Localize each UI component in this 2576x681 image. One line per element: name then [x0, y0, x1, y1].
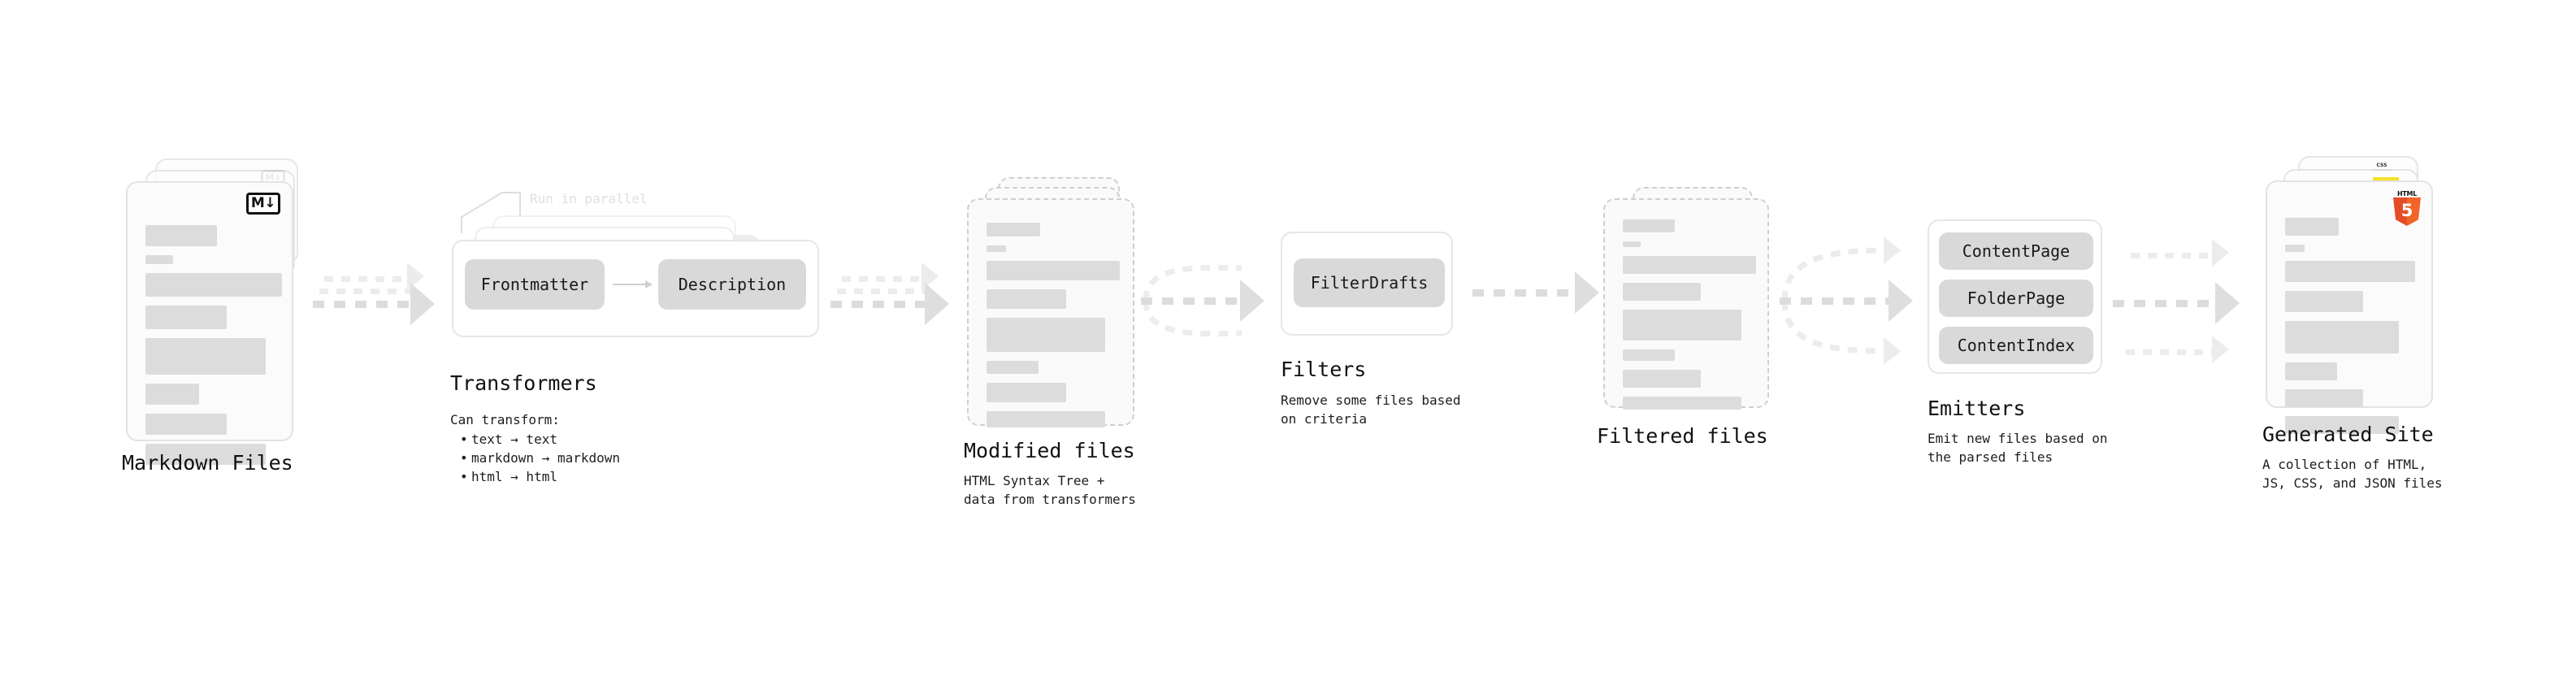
- filters-title: Filters: [1281, 358, 1367, 381]
- site-card-content: [2285, 218, 2415, 443]
- html5-icon-label: HTML: [2396, 190, 2417, 197]
- emitters-panel: ContentPage FolderPage ContentIndex: [1928, 219, 2102, 374]
- modified-files-title: Modified files: [964, 439, 1135, 462]
- markdown-card-content: [145, 225, 282, 474]
- transformers-bullet-2: html → html: [471, 469, 557, 484]
- transformers-title: Transformers: [450, 371, 597, 395]
- modified-card-front: [967, 198, 1134, 427]
- filters-subtitle: Remove some files based on criteria: [1281, 393, 1461, 427]
- stage-filters: FilterDrafts Filters Remove some files b…: [1281, 232, 1476, 500]
- transformer-panel-front: Frontmatter Description: [452, 240, 819, 337]
- diverge-curves: [1781, 247, 1886, 354]
- transformers-bullets: text → text markdown → markdown html → h…: [460, 430, 620, 486]
- flow-transformers-to-modified: [830, 262, 977, 331]
- flow-markdown-to-transformers: [313, 262, 459, 331]
- stage-generated-site: CSS HTML 5: [2262, 156, 2477, 491]
- emitter-chip-contentpage[interactable]: ContentPage: [1939, 232, 2093, 270]
- filtered-card-content: [1623, 219, 1756, 419]
- emitter-chip-contentindex[interactable]: ContentIndex: [1939, 327, 2093, 364]
- transformer-inner-arrow-front: [613, 280, 653, 288]
- stage-transformers: Run in parallel Frontmatter Description …: [450, 183, 834, 492]
- stage-emitters: ContentPage FolderPage ContentIndex Emit…: [1928, 219, 2139, 496]
- css-icon-label: CSS: [2376, 163, 2387, 168]
- stage-modified-files: Modified files HTML Syntax Tree + data f…: [964, 177, 1154, 507]
- converge-curves: [1143, 264, 1242, 337]
- generated-site-subtitle: A collection of HTML, JS, CSS, and JSON …: [2262, 457, 2443, 491]
- modified-card-content: [987, 223, 1120, 436]
- transformers-bullet-1: markdown → markdown: [471, 450, 621, 466]
- site-card-front: HTML 5: [2266, 180, 2433, 434]
- flow-modified-to-filters: [1141, 252, 1279, 349]
- transformers-bullet-0: text → text: [471, 432, 557, 447]
- emitters-subtitle: Emit new files based on the parsed files: [1928, 431, 2108, 465]
- transformers-bullet-markers: •••: [460, 432, 468, 484]
- emitter-chip-folderpage[interactable]: FolderPage: [1939, 280, 2093, 317]
- flow-filters-to-filtered: [1472, 270, 1611, 319]
- run-in-parallel-bracket: [461, 192, 521, 233]
- filtered-card-front: [1603, 198, 1769, 410]
- transformer-chip-frontmatter[interactable]: Frontmatter: [465, 259, 605, 310]
- modified-files-subtitle: HTML Syntax Tree + data from transformer…: [964, 473, 1136, 507]
- html5-icon-number: 5: [2400, 201, 2413, 220]
- generated-site-title: Generated Site: [2262, 423, 2434, 446]
- filters-panel: FilterDrafts: [1281, 232, 1453, 336]
- markdown-icon: M↓: [246, 193, 280, 215]
- flow-filtered-to-emitters: [1780, 228, 1934, 374]
- stage-markdown-files: M↓ M↓ M↓ Markdown Files: [122, 158, 313, 475]
- transformer-chip-description[interactable]: Description: [658, 259, 806, 310]
- filter-chip-filterdrafts[interactable]: FilterDrafts: [1294, 258, 1445, 307]
- emitters-title: Emitters: [1928, 397, 2026, 420]
- run-in-parallel-label: Run in parallel: [530, 191, 648, 206]
- markdown-files-title: Markdown Files: [122, 451, 293, 475]
- filtered-files-title: Filtered files: [1597, 424, 1768, 448]
- flow-emitters-to-site: [2113, 234, 2267, 380]
- stage-filtered-files: Filtered files: [1597, 187, 1790, 463]
- markdown-card-front: M↓: [126, 181, 293, 465]
- html5-icon: HTML 5: [2392, 190, 2422, 226]
- transformers-subtitle: Can transform:: [450, 412, 560, 427]
